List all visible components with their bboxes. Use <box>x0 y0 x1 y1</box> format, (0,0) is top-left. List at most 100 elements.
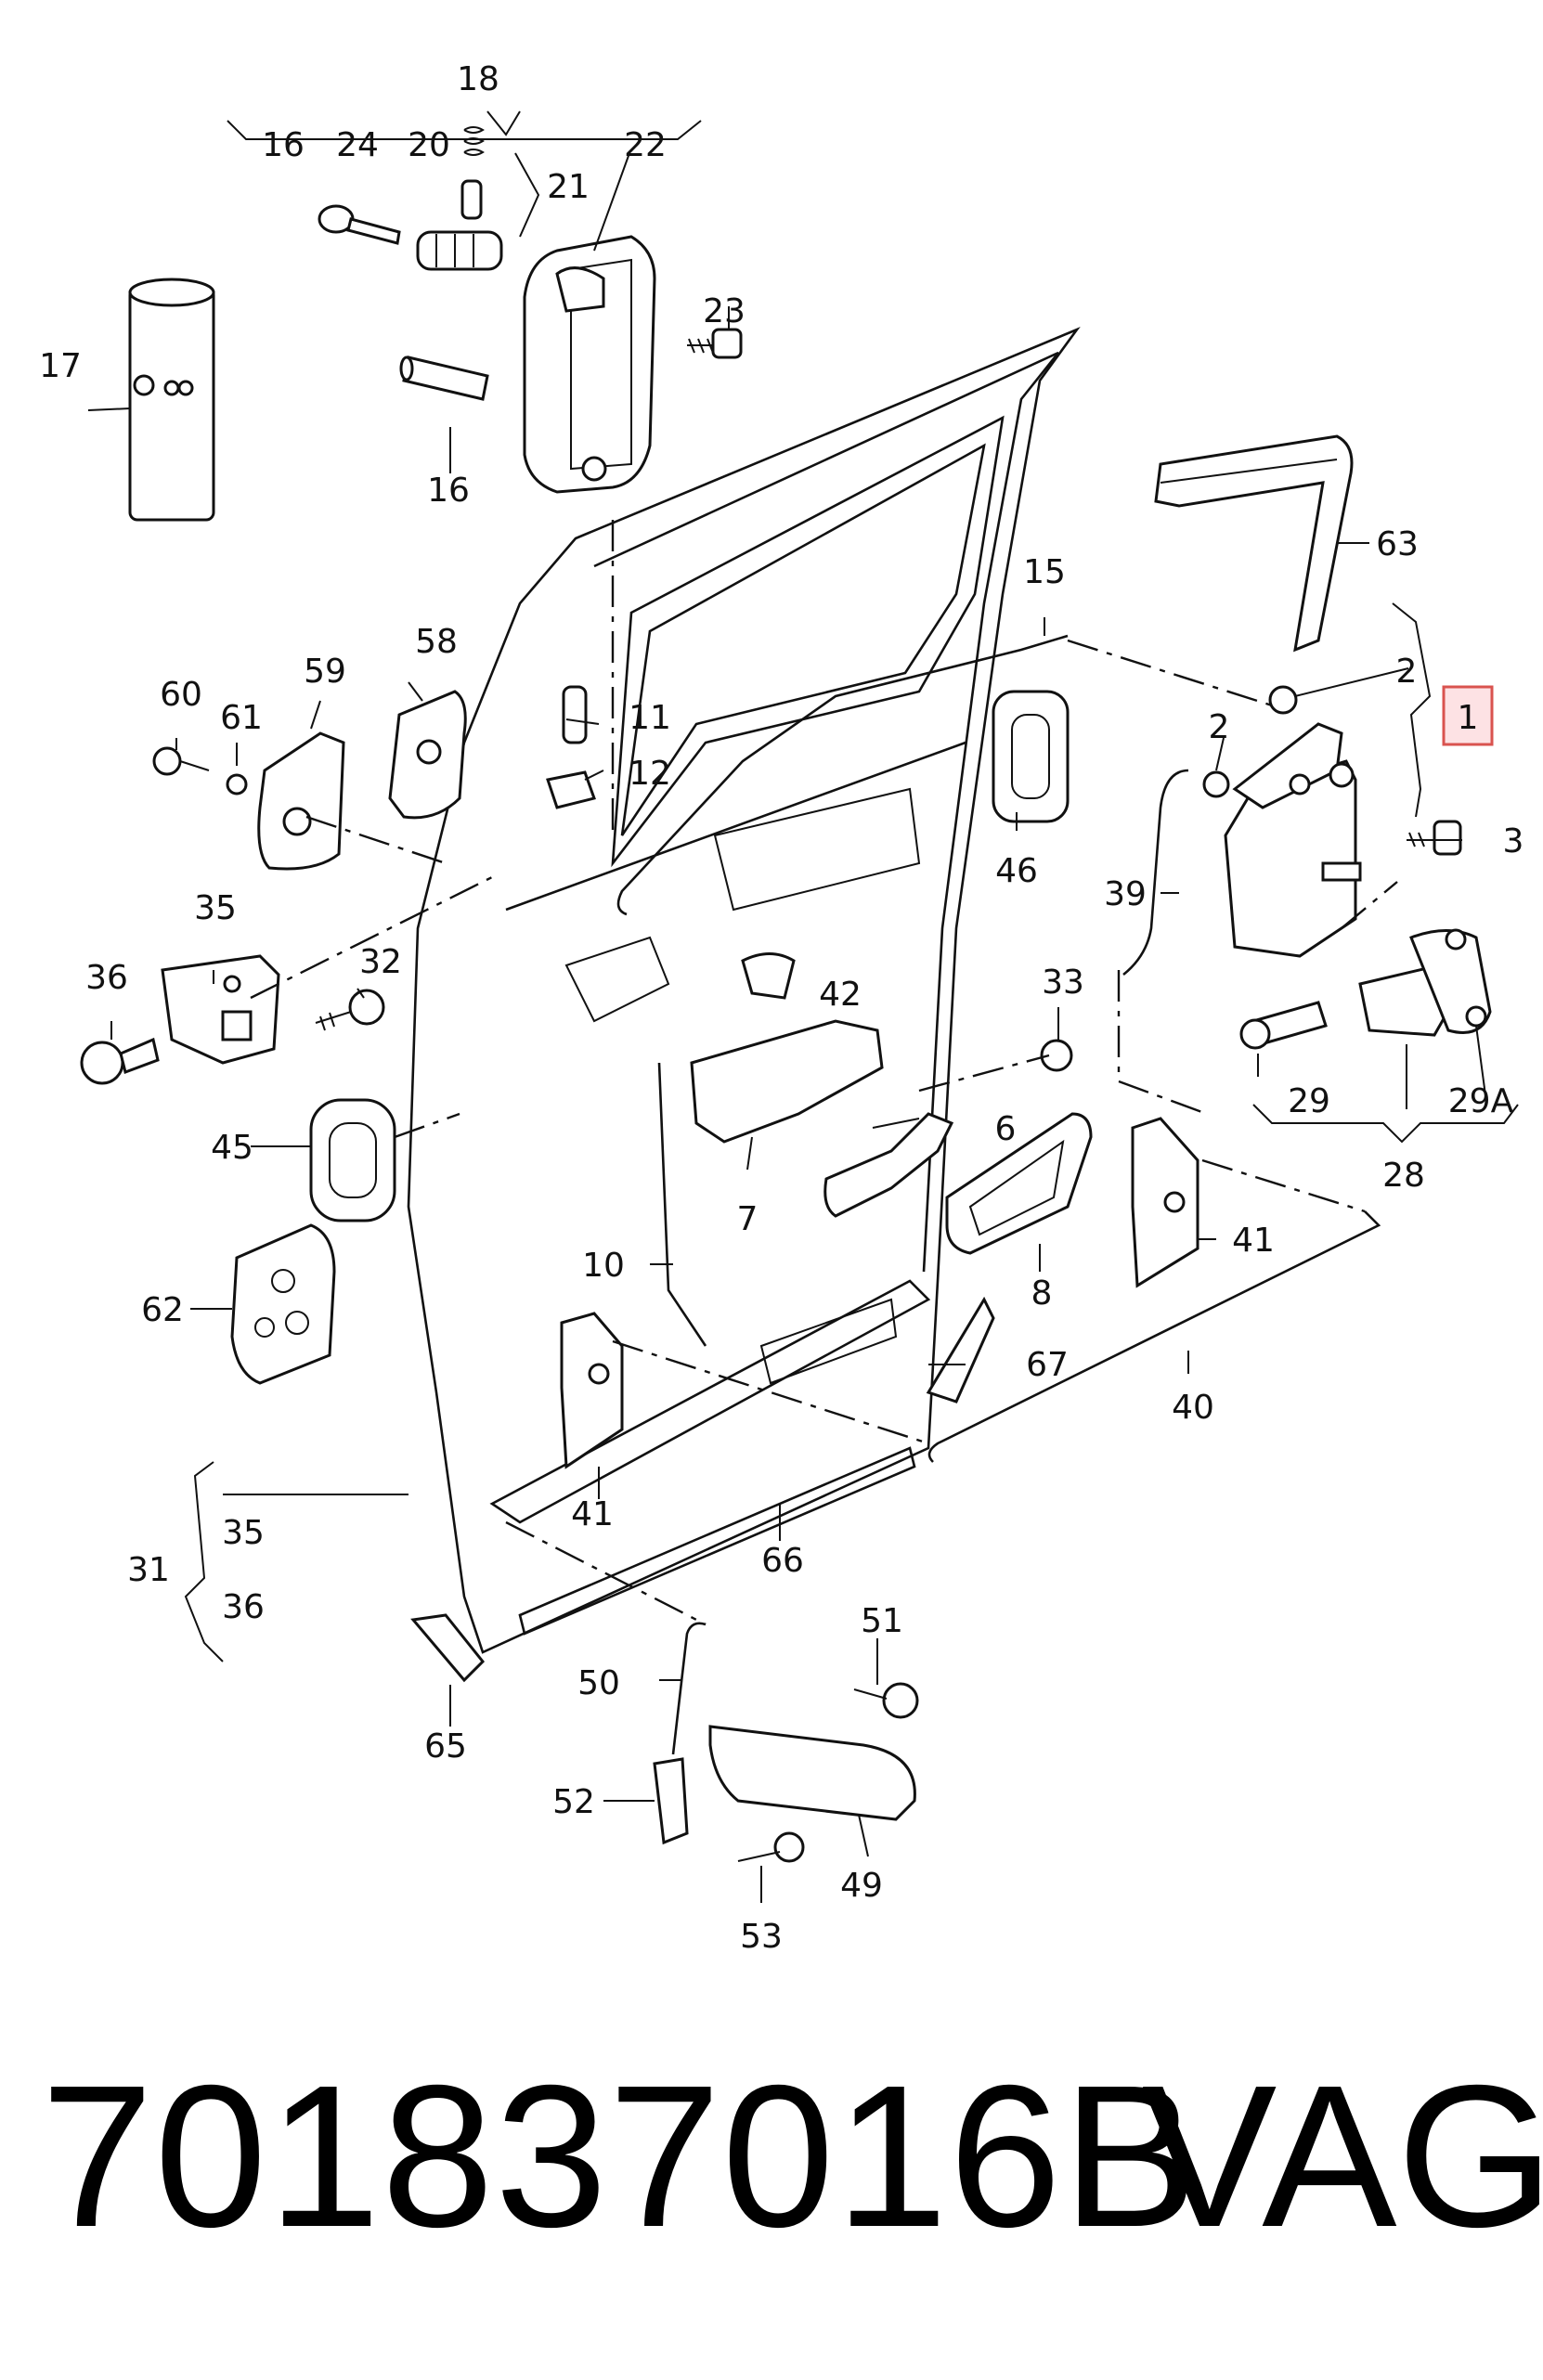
label-31: 31 <box>127 1551 170 1589</box>
label-2-upper: 2 <box>1396 653 1418 691</box>
part-59-cover <box>257 731 345 871</box>
label-36-bolt: 36 <box>85 959 128 997</box>
part-8-trim <box>945 1112 1093 1255</box>
part-2-washers <box>1202 685 1298 798</box>
label-11: 11 <box>629 699 671 737</box>
label-18: 18 <box>457 60 499 98</box>
part-28-striker <box>1358 928 1492 1037</box>
label-52: 52 <box>552 1783 595 1821</box>
label-16-top: 16 <box>262 126 305 164</box>
label-20: 20 <box>408 126 450 164</box>
part-52-bracket <box>653 1757 689 1845</box>
part-36-bolt <box>80 1037 160 1085</box>
label-21: 21 <box>547 168 590 206</box>
label-36-group: 36 <box>222 1588 265 1626</box>
label-66: 66 <box>761 1542 804 1580</box>
label-60: 60 <box>160 676 202 714</box>
label-59: 59 <box>304 653 346 691</box>
part-62-damper <box>230 1223 336 1385</box>
label-46: 46 <box>995 852 1038 890</box>
part-10-rod <box>657 1062 707 1347</box>
label-29: 29 <box>1288 1082 1330 1120</box>
part-12-clip <box>546 770 596 809</box>
part-17-can <box>128 278 215 522</box>
part-40-rod <box>927 1210 1381 1463</box>
part-39-rod <box>1122 769 1189 977</box>
part-51-bolt <box>853 1682 919 1719</box>
part-20-lock-cylinder <box>416 230 503 271</box>
part-53-bolt <box>737 1831 805 1863</box>
label-61: 61 <box>220 699 263 737</box>
label-41-right: 41 <box>1232 1222 1275 1260</box>
part-41-latch-left <box>560 1312 624 1469</box>
label-29a: 29A <box>1448 1082 1514 1120</box>
label-40: 40 <box>1172 1389 1214 1427</box>
label-10: 10 <box>582 1247 625 1285</box>
door-frame <box>407 327 1081 1654</box>
part-3-screw <box>1407 820 1462 856</box>
part-22-outer-handle <box>523 235 656 494</box>
part-1-lock-assembly <box>1224 722 1362 958</box>
brand-name: VAG <box>1142 2044 1543 2270</box>
part-49-check-strap <box>708 1725 916 1821</box>
label-45: 45 <box>211 1129 253 1167</box>
label-24: 24 <box>336 126 379 164</box>
part-16-pin <box>399 356 489 401</box>
part-number: 701837016B <box>41 2044 1199 2270</box>
label-6: 6 <box>995 1110 1017 1148</box>
part-32-bolt <box>315 989 385 1031</box>
label-12: 12 <box>629 755 671 793</box>
part-6-inner-lever <box>823 1112 954 1218</box>
part-65-cover <box>410 1613 486 1683</box>
part-11-pin <box>562 685 588 744</box>
callout-labels: 18 16 24 20 21 22 17 23 16 63 15 2 1 2 3… <box>39 60 1524 1956</box>
label-41-left: 41 <box>571 1495 614 1533</box>
label-51: 51 <box>861 1602 903 1640</box>
label-3: 3 <box>1503 822 1524 860</box>
part-50-pin <box>671 1622 707 1755</box>
label-35-hinge: 35 <box>194 889 237 927</box>
label-53: 53 <box>740 1918 783 1956</box>
part-61-washer <box>226 773 248 795</box>
part-29-screw <box>1239 1001 1328 1050</box>
label-28: 28 <box>1382 1157 1425 1195</box>
label-16-bottom: 16 <box>427 472 470 510</box>
label-7: 7 <box>737 1200 759 1238</box>
label-2-lower: 2 <box>1209 708 1230 746</box>
label-15: 15 <box>1023 553 1066 591</box>
part-23-screw <box>687 328 743 359</box>
part-33-plug <box>1040 1039 1073 1072</box>
label-17: 17 <box>39 347 82 385</box>
label-42: 42 <box>819 976 862 1014</box>
part-42-clip <box>741 952 796 1000</box>
label-8: 8 <box>1031 1274 1053 1313</box>
label-23: 23 <box>703 292 746 330</box>
part-24-key <box>318 204 401 245</box>
label-62: 62 <box>141 1291 184 1329</box>
label-leaders <box>87 110 1519 1903</box>
label-58: 58 <box>415 623 458 661</box>
part-7-handle-housing <box>690 1019 884 1144</box>
part-15-rod <box>616 634 1069 916</box>
part-60-screw <box>152 746 210 776</box>
label-65: 65 <box>424 1727 467 1766</box>
label-35-group: 35 <box>222 1514 265 1552</box>
part-45-seal <box>309 1098 396 1222</box>
label-1: 1 <box>1458 699 1479 737</box>
part-46-grommet <box>992 690 1070 823</box>
label-50: 50 <box>577 1664 620 1702</box>
label-63: 63 <box>1376 525 1419 563</box>
dash-leaders <box>250 520 1398 1626</box>
part-63-window-channel <box>1154 434 1354 653</box>
label-33: 33 <box>1042 964 1084 1002</box>
highlight-box-1 <box>1442 685 1494 746</box>
part-67-strip <box>926 1296 995 1403</box>
label-49: 49 <box>840 1867 883 1905</box>
part-58-cover <box>388 690 467 820</box>
label-67: 67 <box>1026 1346 1069 1384</box>
label-39: 39 <box>1104 875 1147 913</box>
part-35-hinge <box>161 954 280 1065</box>
label-22: 22 <box>624 126 667 164</box>
label-32: 32 <box>359 943 402 981</box>
